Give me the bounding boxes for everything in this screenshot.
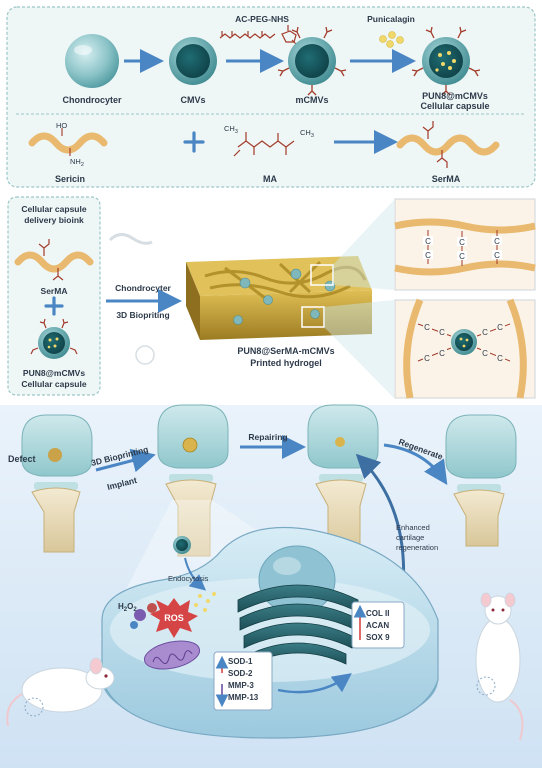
released-punicalagin: [194, 592, 216, 612]
repairing-label: Repairing: [248, 432, 287, 442]
marker-box-left: SOD-1 SOD-2 MMP-3 MMP-13: [213, 651, 273, 711]
marker-sod2: SOD-2: [228, 669, 253, 678]
mcmvs-peg-chains: [277, 26, 347, 96]
marker-acan: ACAN: [366, 621, 389, 630]
ma-molecule: [233, 132, 295, 157]
ros-burst: [150, 598, 198, 638]
punicalagin-label: Punicalagin: [367, 14, 415, 24]
plus-sign-bioink: [44, 296, 64, 316]
sericin-ho-label: HO: [56, 121, 67, 130]
bond-c-1b: C: [425, 251, 431, 260]
bioink-pun8-line1: PUN8@mCMVs: [23, 368, 85, 378]
enhanced-line2: cartilage: [396, 533, 424, 542]
zoom-box-upper: [310, 264, 334, 286]
marker-mmp13: MMP-13: [228, 693, 259, 702]
punicalagin-dots: [379, 31, 404, 48]
faint-capsule-sketch: [135, 345, 155, 365]
serma-label-top: SerMA: [432, 174, 461, 184]
marker-sox9: SOX 9: [366, 633, 390, 642]
cmvs-label: CMVs: [180, 95, 205, 105]
chondrocyter-sphere: [65, 34, 119, 88]
bond-c-3a: C: [494, 237, 500, 246]
bond-c-1a: C: [425, 237, 431, 246]
zoom-box-lower: [301, 306, 325, 328]
marker-col2: COL II: [366, 609, 389, 618]
h2o2-molecule: [130, 603, 157, 629]
arrow-endocytosis: [184, 557, 207, 591]
bond-c-6b: C: [482, 328, 488, 337]
ac-peg-nhs-molecule: [219, 25, 297, 45]
bond-c-4b: C: [439, 328, 445, 337]
ma-ch3-label-right: CH3: [300, 128, 314, 139]
zoom-panel-capsule: C C C C C C C C: [394, 298, 536, 399]
bond-c-7b: C: [482, 349, 488, 358]
marker-sod1: SOD-1: [228, 657, 253, 666]
bioink-serma-chain: [14, 251, 94, 273]
bond-c-7a: C: [497, 354, 503, 363]
faint-chain-sketch: [108, 233, 153, 245]
zoom-panel-crosslink: C C C C C C: [394, 198, 536, 291]
bioink-panel: Cellular capsule delivery bioink SerMA P…: [7, 196, 101, 396]
bond-c-5b: C: [439, 349, 445, 358]
golgi-apparatus: [237, 584, 359, 665]
marker-box-right: COL II ACAN SOX 9: [351, 601, 405, 649]
middle-bioprinting-label: 3D Biopriting: [116, 310, 169, 320]
bond-c-4a: C: [424, 323, 430, 332]
pun8-label-line1: PUN8@mCMVs: [422, 91, 488, 101]
middle-chondrocyter-label: Chondrocyter: [115, 283, 171, 293]
knee-defect: Defect: [8, 414, 93, 553]
sericin-nh2-label: NH2: [70, 157, 84, 168]
ma-label: MA: [263, 174, 277, 184]
mcmvs-label: mCMVs: [295, 95, 328, 105]
sericin-chain: [28, 132, 108, 154]
marker-mmp3: MMP-3: [228, 681, 254, 690]
middle-section: Chondrocyter 3D Biopriting PUN8@SerMA-mC: [106, 200, 394, 398]
defect-label: Defect: [8, 454, 36, 464]
plus-sign-top: [183, 131, 205, 153]
bioink-pun8-line2: Cellular capsule: [21, 379, 86, 389]
ma-ch3-label-left: CH3: [224, 124, 238, 135]
top-panel: Chondrocyter CMVs AC-PEG-NHS mCMVs Punic…: [6, 6, 536, 188]
hydrogel-label-line1: PUN8@SerMA-mCMVs: [237, 346, 334, 356]
mouse-left: [6, 657, 115, 727]
arrow-regenerate: [383, 443, 448, 485]
bond-c-5a: C: [424, 354, 430, 363]
h2o2-label: H2O2: [118, 602, 137, 613]
mouse-right: [475, 592, 524, 741]
arrow-implant: [95, 448, 156, 473]
ros-label: ROS: [164, 613, 184, 623]
enhanced-line1: Enhanced: [396, 523, 430, 532]
knee-regenerated: [445, 414, 517, 547]
bioink-serma-label: SerMA: [41, 286, 68, 296]
zoom-beam-lower: [324, 300, 394, 398]
bioink-title-line2: delivery bioink: [24, 215, 84, 225]
bioink-title-line1: Cellular capsule: [21, 204, 86, 214]
chondrocyter-label: Chondrocyter: [62, 95, 122, 105]
bond-c-2b: C: [459, 252, 465, 261]
bottom-section: Defect 3D Bioprinting Implant Repairing …: [0, 404, 542, 768]
hydrogel-label-line2: Printed hydrogel: [250, 358, 322, 368]
endocytosis-label: Endocytosis: [168, 574, 209, 583]
arrow-to-markers-right: [277, 673, 352, 694]
serma-chain-top: [396, 134, 500, 156]
enhanced-line3: regeneration: [396, 543, 438, 552]
pun8-label-line2: Cellular capsule: [420, 101, 489, 111]
bond-c-2a: C: [459, 238, 465, 247]
ac-peg-nhs-label: AC-PEG-NHS: [235, 14, 289, 24]
bond-c-3b: C: [494, 251, 500, 260]
printed-hydrogel: [186, 256, 372, 340]
sericin-label: Sericin: [55, 174, 85, 184]
mitochondrion: [143, 640, 201, 670]
zoom-beam-upper: [333, 200, 394, 290]
bond-c-6a: C: [497, 323, 503, 332]
